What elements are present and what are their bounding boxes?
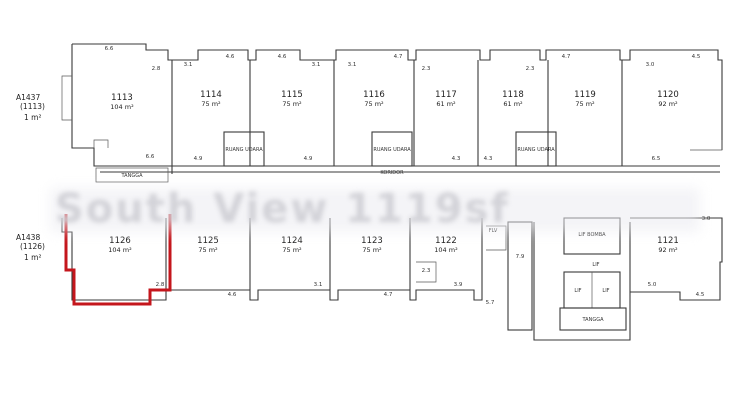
- dimension: 2.3: [422, 268, 431, 274]
- unit-number: 1115: [281, 90, 303, 100]
- left-code-bottom: A1438: [16, 233, 40, 242]
- left-sub-bottom: (1126): [20, 242, 45, 251]
- dimension: 3.0: [646, 62, 655, 68]
- dimension: 5.0: [648, 282, 657, 288]
- dimension-labels: 6.6 2.8 3.1 4.6 4.6 3.1 3.1 4.7 2.3 2.3 …: [105, 46, 711, 306]
- air-well-label-1: RUANG UDARA: [225, 147, 263, 153]
- highlighted-unit-outline[interactable]: [64, 214, 172, 306]
- unit-area: 104 m²: [108, 246, 132, 254]
- lift-label: LIF: [574, 288, 581, 294]
- dimension: 4.6: [228, 292, 237, 298]
- dimension: 4.3: [452, 156, 461, 162]
- unit-number: 1116: [363, 90, 385, 100]
- dimension: 6.5: [652, 156, 661, 162]
- unit-number: 1126: [109, 236, 131, 246]
- unit-area: 75 m²: [201, 100, 221, 108]
- unit-number: 1117: [435, 90, 457, 100]
- dimension: 4.7: [562, 54, 571, 60]
- stair-label-bottom: TANGGA: [582, 317, 605, 323]
- unit-area: 75 m²: [364, 100, 384, 108]
- unit-area: 75 m²: [575, 100, 595, 108]
- unit-area: 75 m²: [362, 246, 382, 254]
- dimension: 7.9: [516, 254, 525, 260]
- dimension: 4.5: [696, 292, 705, 298]
- unit-area: 104 m²: [110, 103, 134, 111]
- unit-area: 92 m²: [658, 100, 678, 108]
- dimension: 4.9: [194, 156, 203, 162]
- dimension: 5.7: [486, 300, 495, 306]
- dimension: 4.5: [692, 54, 701, 60]
- left-area-top: 1 m²: [24, 113, 41, 122]
- dimension: 2.8: [156, 282, 165, 288]
- unit-area: 61 m²: [436, 100, 456, 108]
- unit-number: 1125: [197, 236, 219, 246]
- lift-label: LIF: [602, 288, 609, 294]
- corridor-label: KORIDOR: [380, 170, 404, 176]
- unit-number: 1113: [111, 93, 133, 103]
- dimension: 2.8: [152, 66, 161, 72]
- unit-number: 1121: [657, 236, 679, 246]
- dimension: 3.1: [312, 62, 321, 68]
- dimension: 6.6: [146, 154, 155, 160]
- dimension: 3.0: [702, 216, 711, 222]
- top-row-walls: [61, 43, 723, 183]
- unit-area: 104 m²: [434, 246, 458, 254]
- unit-number: 1123: [361, 236, 383, 246]
- unit-number: 1120: [657, 90, 679, 100]
- unit-number: 1114: [200, 90, 222, 100]
- air-well-label-3: RUANG UDARA: [517, 147, 555, 153]
- unit-number: 1118: [502, 90, 524, 100]
- watermark-text: South View 1119sf: [55, 186, 510, 232]
- unit-number: 1124: [281, 236, 303, 246]
- unit-number: 1119: [574, 90, 596, 100]
- dimension: 6.6: [105, 46, 114, 52]
- air-well-label-2: RUANG UDARA: [373, 147, 411, 153]
- dimension: 3.9: [454, 282, 463, 288]
- dimension: 3.1: [348, 62, 357, 68]
- unit-area: 75 m²: [282, 246, 302, 254]
- unit-area: 92 m²: [658, 246, 678, 254]
- unit-number: 1122: [435, 236, 457, 246]
- dimension: 4.7: [394, 54, 403, 60]
- left-sub-top: (1113): [20, 102, 45, 111]
- left-code-top: A1437: [16, 93, 40, 102]
- dimension: 2.3: [422, 66, 431, 72]
- unit-area: 75 m²: [198, 246, 218, 254]
- dimension: 3.1: [314, 282, 323, 288]
- unit-area: 61 m²: [503, 100, 523, 108]
- dimension: 4.9: [304, 156, 313, 162]
- dimension: 3.1: [184, 62, 193, 68]
- dimension: 4.7: [384, 292, 393, 298]
- unit-area: 75 m²: [282, 100, 302, 108]
- fire-lift-label: LIF BOMBA: [578, 232, 606, 238]
- left-area-bottom: 1 m²: [24, 253, 41, 262]
- lift-label: LIF: [592, 262, 599, 268]
- dimension: 4.6: [278, 54, 287, 60]
- dimension: 4.6: [226, 54, 235, 60]
- watermark-backdrop: [50, 188, 700, 232]
- dimension: 2.3: [526, 66, 535, 72]
- dimension: 4.3: [484, 156, 493, 162]
- stair-label-top: TANGGA: [121, 173, 144, 179]
